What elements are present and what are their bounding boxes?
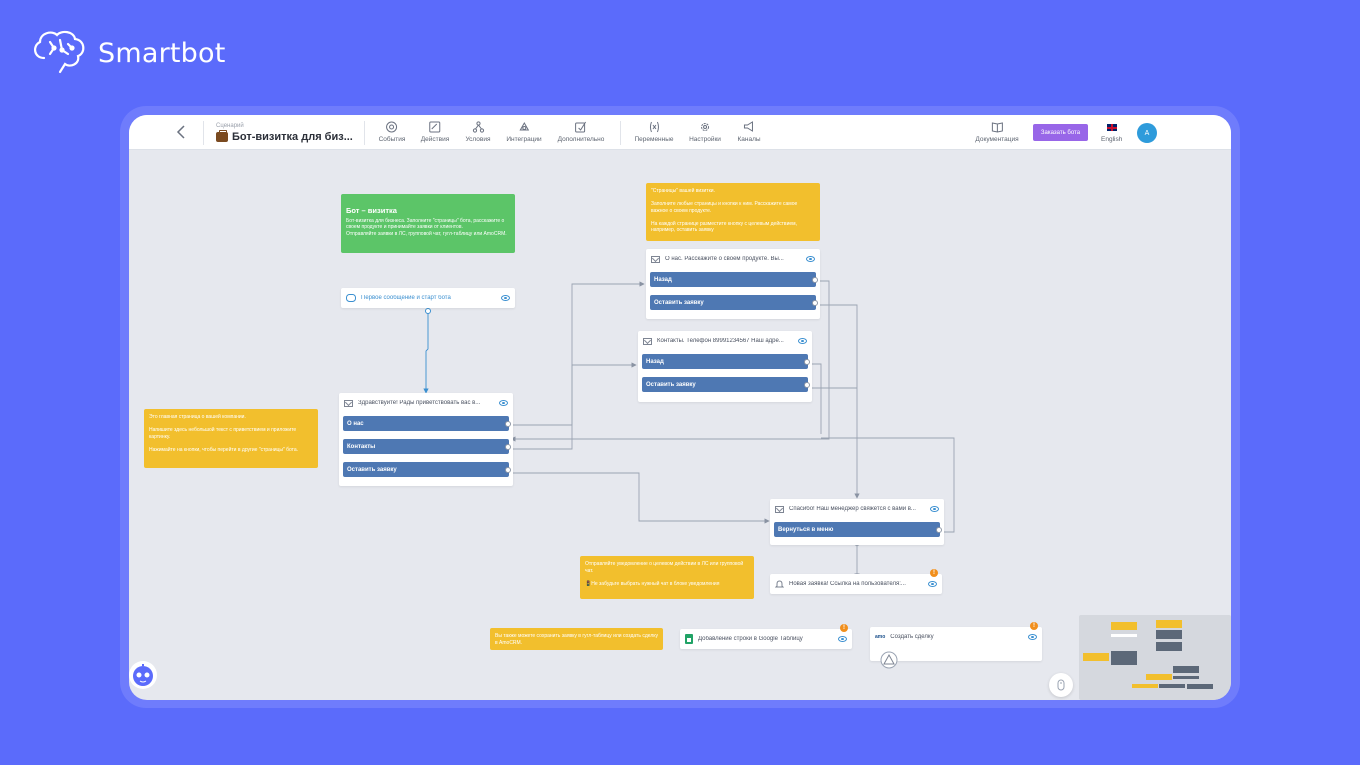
button-leave-request[interactable]: Оставить заявку xyxy=(642,377,810,392)
note-pages: "Страницы" вашей визитки. Заполните любы… xyxy=(646,183,820,241)
order-bot-button[interactable]: Заказать бота xyxy=(1033,124,1088,141)
warning-badge: ! xyxy=(1030,622,1038,630)
button-back[interactable]: Назад xyxy=(650,272,818,287)
brand-logo: Smartbot xyxy=(30,28,226,78)
google-sheets-icon xyxy=(685,634,693,644)
tool-channels[interactable]: Каналы xyxy=(737,121,761,143)
chat-bubble-icon xyxy=(346,293,356,302)
node-thanks[interactable]: Спасибо! Наш менеджер свяжется с вами в.… xyxy=(770,499,944,545)
eye-icon[interactable] xyxy=(501,295,510,301)
connection-lines xyxy=(423,280,955,579)
envelope-icon xyxy=(775,505,784,513)
eye-icon[interactable] xyxy=(1028,634,1037,640)
divider xyxy=(620,121,621,145)
button-leave-request[interactable]: Оставить заявку xyxy=(343,462,511,477)
editor-window: Сценарий Бот-визитка для биз... События … xyxy=(129,115,1231,700)
brand-name: Smartbot xyxy=(98,37,226,69)
support-bot-button[interactable] xyxy=(129,661,157,689)
eye-icon[interactable] xyxy=(928,581,937,587)
note-sheet: Вы также можете сохранить заявку в гугл-… xyxy=(490,628,663,650)
minimap[interactable] xyxy=(1079,615,1231,700)
zoom-icon xyxy=(1057,679,1065,691)
divider xyxy=(364,121,365,145)
note-notification: Отправляйте уведомление о целевом действ… xyxy=(580,556,754,599)
book-icon xyxy=(991,122,1003,133)
button-about[interactable]: О нас xyxy=(343,416,511,431)
button-leave-request[interactable]: Оставить заявку xyxy=(650,295,818,310)
tool-integrations[interactable]: Интеграции xyxy=(506,121,542,143)
envelope-icon xyxy=(643,337,652,345)
warning-circle-icon[interactable] xyxy=(880,651,898,669)
target-icon xyxy=(386,121,398,133)
scenario-title[interactable]: Бот-визитка для биз... xyxy=(216,130,353,143)
gear-icon xyxy=(701,123,709,131)
tool-variables[interactable]: Переменные xyxy=(634,121,674,143)
zoom-controls-button[interactable] xyxy=(1049,673,1073,697)
tool-extra[interactable]: Дополнительно xyxy=(558,121,604,143)
eye-icon[interactable] xyxy=(798,338,807,344)
node-about[interactable]: О нас. Расскажите о своем продукте. Вы..… xyxy=(646,249,820,319)
tool-events[interactable]: События xyxy=(379,121,405,143)
integration-icon xyxy=(519,121,529,131)
megaphone-icon xyxy=(743,121,753,132)
uk-flag-icon[interactable] xyxy=(1107,124,1117,131)
node-amocrm[interactable]: amo Создать сделку ! xyxy=(870,622,1042,669)
note-main-page: Это главная страница о вашей компании. Н… xyxy=(144,409,318,468)
tool-settings[interactable]: Настройки xyxy=(689,121,721,143)
toolbar: Сценарий Бот-визитка для биз... События … xyxy=(129,115,1231,150)
node-start[interactable]: Первое сообщение и старт бота xyxy=(341,288,515,308)
back-icon[interactable] xyxy=(173,123,191,141)
envelope-icon xyxy=(651,255,660,263)
tool-conditions[interactable]: Условия xyxy=(465,121,491,143)
docs-link[interactable]: Документация xyxy=(975,121,1019,143)
divider xyxy=(203,121,204,145)
node-contacts[interactable]: Контакты. Телефон 89991234567 Наш адре..… xyxy=(638,331,812,402)
eye-icon[interactable] xyxy=(838,636,847,642)
node-google-sheet[interactable]: Добавление строки в Google Таблицу ! xyxy=(680,624,852,649)
node-welcome[interactable]: Здравствуйте! Рады приветствовать вас в.… xyxy=(339,393,513,486)
language-label[interactable]: English xyxy=(1101,136,1123,143)
eye-icon[interactable] xyxy=(806,256,815,262)
eye-icon[interactable] xyxy=(499,400,508,406)
envelope-icon xyxy=(344,399,353,407)
button-back-to-menu[interactable]: Вернуться в меню xyxy=(774,522,942,537)
amocrm-logo: amo xyxy=(875,634,886,640)
extra-icon xyxy=(575,121,587,133)
condition-icon xyxy=(472,121,484,133)
action-icon xyxy=(429,121,441,133)
tool-actions[interactable]: Действия xyxy=(421,121,449,143)
button-contacts[interactable]: Контакты xyxy=(343,439,511,454)
avatar[interactable]: A xyxy=(1137,123,1157,143)
briefcase-icon xyxy=(216,130,228,142)
scenario-label: Сценарий xyxy=(216,123,244,129)
bell-icon xyxy=(775,579,784,587)
scenario-title-text: Бот-визитка для биз... xyxy=(232,131,353,143)
node-notification[interactable]: Новая заявка! Ссылка на пользователя:...… xyxy=(770,569,942,594)
variables-icon xyxy=(649,121,659,133)
warning-badge: ! xyxy=(930,569,938,577)
warning-badge: ! xyxy=(840,624,848,632)
brain-icon xyxy=(34,30,85,74)
button-back[interactable]: Назад xyxy=(642,354,810,369)
eye-icon[interactable] xyxy=(930,506,939,512)
robot-icon xyxy=(133,664,153,686)
